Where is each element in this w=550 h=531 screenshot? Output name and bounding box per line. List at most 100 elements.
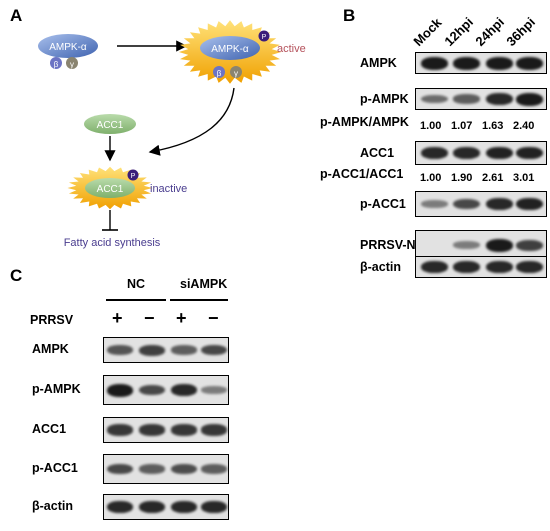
b-row-3-band-3 bbox=[515, 197, 543, 211]
c-sign-2: + bbox=[176, 308, 187, 328]
column-header-3: 36hpi bbox=[503, 14, 539, 50]
panel-c-letter: C bbox=[10, 266, 23, 285]
b-blot-1 bbox=[415, 88, 547, 110]
b-row-label-3: p-ACC1 bbox=[360, 197, 406, 211]
b-row-2-band-1 bbox=[452, 146, 480, 160]
b-row-1-band-2 bbox=[485, 92, 513, 106]
c-row-0-band-2 bbox=[171, 345, 197, 355]
c-row-3-band-0 bbox=[107, 463, 133, 475]
b-row-3-band-0 bbox=[420, 200, 448, 208]
ampk-active-complex: AMPK-α β γ P bbox=[178, 20, 282, 84]
b-row-0-band-1 bbox=[452, 56, 480, 70]
b-row-0-band-2 bbox=[485, 56, 513, 70]
pathway-diagram: AMPK-α β γ AMPK-α β γ P active ACC1 ACC1… bbox=[38, 20, 306, 249]
b-row-5-band-0 bbox=[420, 260, 448, 274]
phospho-label-1: P bbox=[262, 34, 267, 41]
c-row-label-1: p-AMPK bbox=[32, 382, 81, 396]
acc1-label-1: ACC1 bbox=[97, 120, 124, 131]
b-row-2-band-0 bbox=[420, 146, 448, 160]
b-row-1-band-3 bbox=[515, 92, 543, 106]
c-row-1-band-1 bbox=[139, 384, 165, 396]
b-row-label-0: AMPK bbox=[360, 56, 397, 70]
b-row-label-1: p-AMPK bbox=[360, 92, 409, 106]
b-blot-5 bbox=[415, 256, 547, 278]
acc1-label-2: ACC1 bbox=[97, 184, 124, 195]
c-group-underline-1 bbox=[170, 299, 228, 301]
active-label: active bbox=[277, 43, 306, 55]
c-row-label-3: p-ACC1 bbox=[32, 461, 78, 475]
b-ratio-0-value-3: 2.40 bbox=[513, 120, 535, 132]
column-header-2: 24hpi bbox=[472, 14, 508, 50]
c-sign-0: + bbox=[112, 308, 123, 328]
c-row-0-band-3 bbox=[201, 344, 227, 356]
b-ratio-label-0: p-AMPK/AMPK bbox=[320, 115, 409, 129]
b-ratio-label-1: p-ACC1/ACC1 bbox=[320, 167, 404, 181]
b-blot-4 bbox=[415, 230, 547, 260]
beta-label-2: β bbox=[217, 69, 222, 78]
ampk-alpha-label-2: AMPK-α bbox=[211, 44, 249, 55]
c-group-0: NC bbox=[127, 277, 146, 291]
beta-label-1: β bbox=[54, 60, 59, 69]
gamma-label-2: γ bbox=[234, 69, 238, 78]
b-row-label-2: ACC1 bbox=[360, 146, 395, 160]
b-ratio-0-value-0: 1.00 bbox=[420, 120, 442, 132]
c-group-underline-0 bbox=[106, 299, 166, 301]
phospho-label-2: P bbox=[131, 173, 136, 180]
column-header-0: Mock bbox=[410, 14, 445, 49]
c-row-4-band-0 bbox=[107, 500, 133, 514]
panel-b-letter: B bbox=[343, 6, 356, 25]
b-blot-0 bbox=[415, 52, 547, 74]
c-blot-1 bbox=[103, 375, 229, 405]
c-blot-4 bbox=[103, 494, 229, 520]
c-row-2-band-0 bbox=[107, 424, 133, 436]
gamma-label-1: γ bbox=[70, 60, 74, 69]
b-row-4-band-3 bbox=[515, 239, 543, 251]
c-row-4-band-3 bbox=[201, 500, 227, 514]
b-ratio-1-value-0: 1.00 bbox=[420, 172, 442, 184]
c-row-2-band-2 bbox=[171, 424, 197, 436]
b-row-0-band-3 bbox=[515, 56, 543, 70]
c-row-4-band-2 bbox=[171, 500, 197, 514]
b-ratio-1-value-1: 1.90 bbox=[451, 172, 473, 184]
c-row-label-0: AMPK bbox=[32, 342, 69, 356]
acc1-inactive-node: ACC1 P bbox=[67, 166, 153, 210]
c-row-label-2: ACC1 bbox=[32, 422, 67, 436]
b-row-3-band-1 bbox=[452, 198, 480, 210]
fatty-acid-label: Fatty acid synthesis bbox=[64, 237, 161, 249]
b-row-3-band-2 bbox=[485, 197, 513, 211]
c-blot-3 bbox=[103, 454, 229, 484]
b-row-0-band-0 bbox=[420, 56, 448, 70]
c-group-1: siAMPK bbox=[180, 277, 228, 291]
b-row-5-band-3 bbox=[515, 260, 543, 274]
b-row-4-band-2 bbox=[485, 238, 513, 252]
panel-a-letter: A bbox=[10, 6, 23, 25]
b-row-5-band-1 bbox=[452, 260, 480, 274]
b-row-2-band-2 bbox=[485, 146, 513, 160]
c-row-3-band-2 bbox=[171, 463, 197, 475]
b-row-label-4: PRRSV-N bbox=[360, 238, 416, 252]
b-blot-2 bbox=[415, 141, 547, 165]
c-row-2-band-3 bbox=[201, 424, 227, 436]
b-ratio-0-value-1: 1.07 bbox=[451, 120, 473, 132]
c-row-4-band-1 bbox=[139, 500, 165, 514]
c-blot-2 bbox=[103, 417, 229, 443]
b-row-1-band-1 bbox=[452, 94, 480, 104]
ampk-alpha-label-1: AMPK-α bbox=[49, 42, 87, 53]
c-row-1-band-0 bbox=[107, 383, 133, 397]
b-ratio-1-value-3: 3.01 bbox=[513, 172, 535, 184]
c-row-2-band-1 bbox=[139, 424, 165, 436]
c-row-3-band-3 bbox=[201, 464, 227, 474]
b-ratio-1-value-2: 2.61 bbox=[482, 172, 504, 184]
c-row-3-band-1 bbox=[139, 464, 165, 474]
c-row-0-band-0 bbox=[107, 345, 133, 355]
b-row-4-band-1 bbox=[452, 241, 480, 249]
c-row-0-band-1 bbox=[139, 344, 165, 356]
c-sign-1: − bbox=[144, 308, 155, 328]
b-row-1-band-0 bbox=[420, 94, 448, 104]
inactive-label: inactive bbox=[150, 183, 187, 195]
b-row-label-5: β-actin bbox=[360, 260, 401, 274]
c-row-label-4: β-actin bbox=[32, 499, 73, 513]
c-prrsv-label: PRRSV bbox=[30, 313, 74, 327]
column-header-1: 12hpi bbox=[441, 14, 477, 50]
c-sign-3: − bbox=[208, 308, 219, 328]
